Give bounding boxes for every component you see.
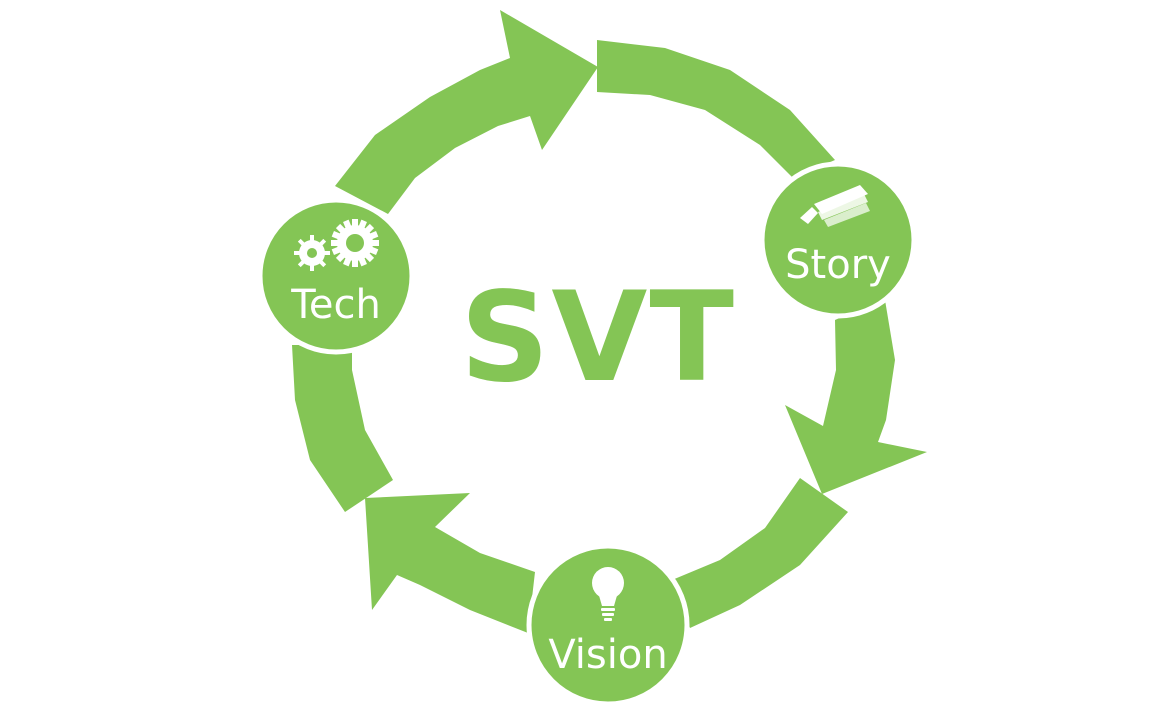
- story-circle: [759, 161, 917, 319]
- node-story[interactable]: Story: [759, 161, 917, 319]
- arrow-tech-down: [292, 345, 393, 512]
- node-vision[interactable]: Vision: [526, 543, 690, 707]
- center-title: SVT: [460, 266, 736, 410]
- tech-circle: [257, 197, 415, 355]
- arrow-vision-up: [672, 478, 848, 628]
- gears-icon: [294, 219, 379, 271]
- pencil-icon: [800, 185, 870, 227]
- tech-label: Tech: [290, 282, 381, 328]
- vision-circle: [526, 543, 690, 707]
- arrow-vision-to-tech: [365, 493, 535, 633]
- cycle-arrows: [292, 10, 927, 633]
- arrow-story-down: [785, 300, 927, 494]
- arrow-tech-to-story: [335, 10, 598, 214]
- lightbulb-icon: [592, 567, 624, 621]
- story-label: Story: [785, 242, 891, 288]
- node-tech[interactable]: Tech: [257, 197, 415, 355]
- arrow-story-to-vision: [597, 40, 835, 180]
- vision-label: Vision: [548, 632, 667, 678]
